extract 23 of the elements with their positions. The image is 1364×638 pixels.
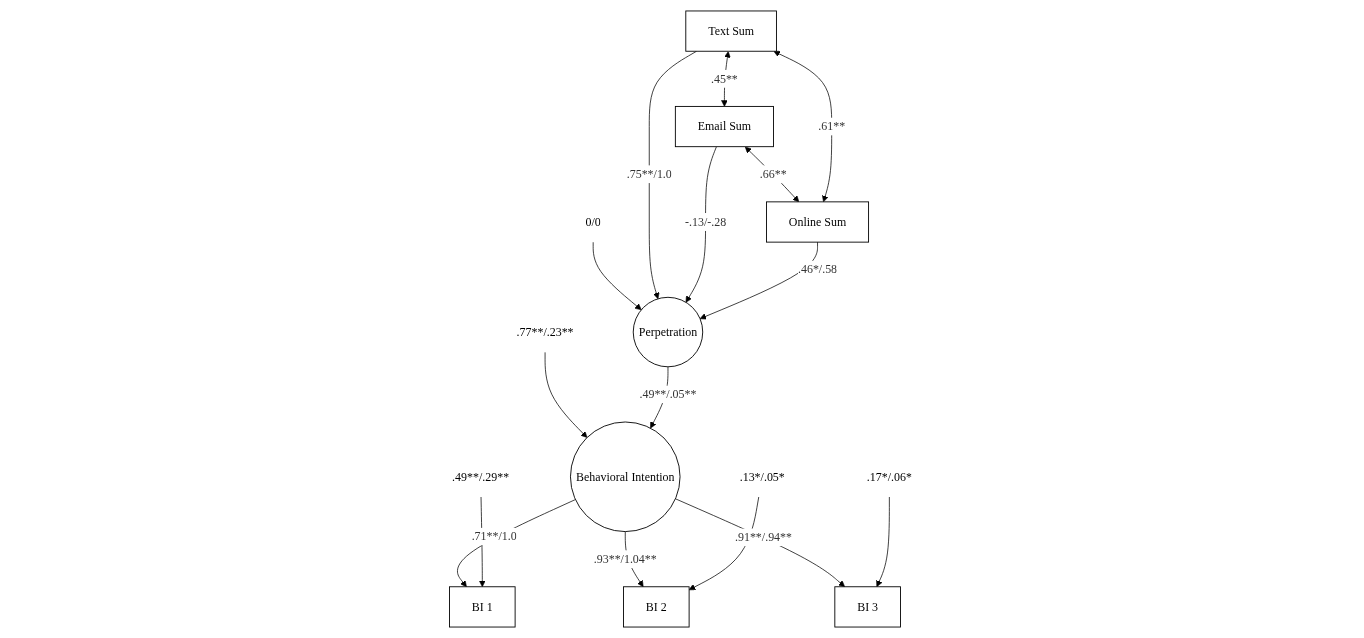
- edge-label: .75**/1.0: [626, 167, 672, 181]
- node-box: Email Sum: [674, 105, 774, 148]
- edge-label: .91**/.94**: [734, 530, 792, 544]
- node-text: 0/0: [585, 215, 601, 228]
- edge-label: .45**: [710, 72, 738, 85]
- edge-label: .93**/1.04**: [593, 552, 657, 566]
- node-text: .17*/.06*: [866, 470, 912, 483]
- node-text: .49**/.29**: [452, 470, 510, 483]
- edge-label: -.13/-.28: [685, 215, 727, 228]
- node-text: .77**/.23**: [516, 325, 574, 339]
- edge-label: .66**: [759, 167, 787, 181]
- edge-label: .71**/1.0: [471, 529, 517, 543]
- edge-label: .61**: [818, 119, 846, 133]
- edge-label: .49**/.05**: [639, 387, 697, 401]
- node-text: .13*/.05*: [739, 470, 785, 483]
- node-box: Online Sum: [766, 201, 870, 243]
- node-box: BI 2: [623, 586, 690, 628]
- node-circle: Behavioral Intention: [570, 421, 681, 533]
- edge-label: .46*/.58: [797, 263, 838, 276]
- node-circle: Perpetration: [632, 296, 704, 368]
- node-box: BI 3: [834, 586, 901, 628]
- node-box: BI 1: [449, 586, 516, 628]
- node-box: Text Sum: [685, 10, 777, 52]
